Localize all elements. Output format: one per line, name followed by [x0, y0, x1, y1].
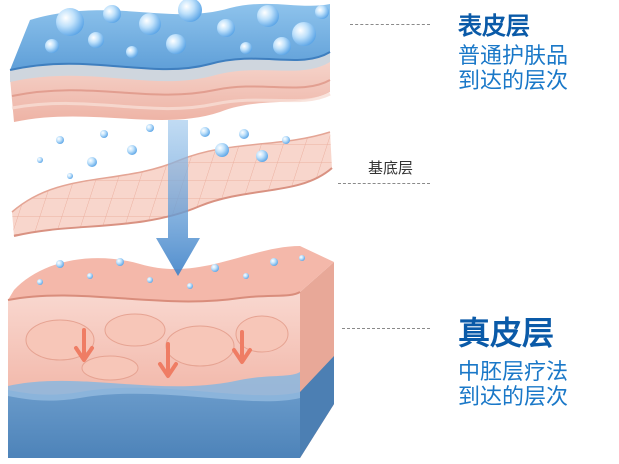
bubble [299, 255, 305, 261]
dermis-side-face-blue [300, 356, 334, 458]
epidermis-blue-edge [9, 51, 331, 71]
epidermis-desc-line: 到达的层次 [458, 69, 569, 95]
bubble [67, 173, 73, 179]
bubble [87, 157, 97, 167]
dermis-leader-line [342, 328, 430, 329]
bubble [187, 283, 193, 289]
dermis-cell [104, 313, 166, 347]
basal-leader-line [338, 183, 430, 184]
red-arrow-icon [232, 330, 252, 364]
bubble [257, 5, 279, 27]
epidermis-desc-line: 普通护肤品 [458, 44, 569, 69]
dermis-block [7, 246, 334, 458]
bubble [87, 273, 93, 279]
epidermis-leader-line [350, 24, 430, 25]
bubble [139, 13, 161, 35]
bubble [88, 32, 104, 48]
dermis-cell [81, 355, 139, 381]
basal-sheet-bottom-edge [13, 167, 333, 237]
red-arrow-icon [158, 342, 178, 378]
bubble [211, 264, 219, 272]
bubble [215, 143, 229, 157]
dermis-cell [165, 325, 235, 367]
dermis-desc: 中胚层疗法 到达的层次 [458, 360, 568, 411]
bubble [270, 258, 278, 266]
bubble [45, 39, 59, 53]
epidermis-pink-stripe [11, 79, 331, 97]
bubble [256, 150, 268, 162]
penetration-arrow-icon [156, 120, 200, 276]
bubble [239, 129, 249, 139]
bubble [243, 273, 249, 279]
bubble [56, 260, 64, 268]
bubble [116, 258, 124, 266]
bubble [37, 157, 43, 163]
bubble [240, 42, 252, 54]
bubble [147, 277, 153, 283]
bubble [315, 5, 329, 19]
dermis-top-rim [7, 291, 301, 303]
bubble [126, 46, 138, 58]
bubble [217, 19, 235, 37]
bubble [127, 145, 137, 155]
bubble [103, 5, 121, 23]
epidermis-pink-stripe-2 [11, 92, 331, 111]
bubble [146, 124, 154, 132]
dermis-desc-line: 中胚层疗法 [458, 360, 569, 385]
bubble [282, 136, 290, 144]
dermis-pink-body [8, 292, 300, 396]
dermis-title: 真皮层 [458, 314, 555, 352]
bubble [56, 136, 64, 144]
bubble [37, 279, 43, 285]
bubble [200, 127, 210, 137]
bubble [166, 34, 186, 54]
basal-title: 基底层 [368, 159, 414, 177]
red-arrow-icon [74, 328, 94, 362]
dermis-desc-line: 到达的层次 [458, 385, 569, 411]
bubble [178, 0, 202, 22]
bubble [273, 37, 291, 55]
bubble-group [37, 0, 329, 289]
dermis-blue-wave [8, 372, 300, 402]
dermis-cell [235, 315, 289, 353]
bubble [292, 22, 316, 46]
bubble [100, 130, 108, 138]
epidermis-title: 表皮层 [458, 12, 530, 40]
epidermis-desc: 普通护肤品 到达的层次 [458, 44, 568, 95]
dermis-top-surface [8, 246, 334, 302]
bubble [56, 8, 84, 36]
